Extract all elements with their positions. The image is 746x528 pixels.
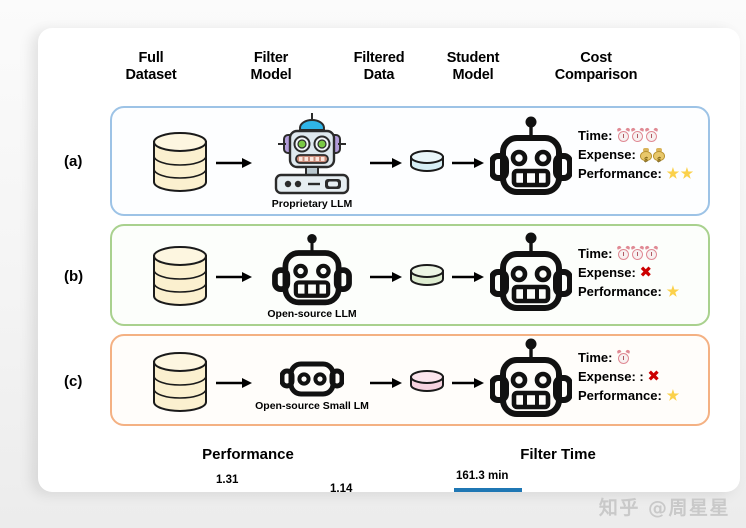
column-header-line1: Filter <box>253 50 289 66</box>
star-icon <box>666 285 680 298</box>
row-label-a: (a) <box>64 153 83 170</box>
column-header-line2: Model <box>452 67 494 83</box>
alarm-clock-icon-group <box>616 349 631 365</box>
cost-time-label: Time: <box>578 350 613 365</box>
filter-time-bar-label-0: 161.3 min <box>456 470 509 482</box>
colored-robot-icon <box>274 113 350 195</box>
small-robot-icon <box>280 361 344 397</box>
arrow-right-icon <box>216 158 252 168</box>
filter-model-label-a: Proprietary LLM <box>271 198 353 210</box>
column-header-line2: Model <box>250 67 292 83</box>
star-icon-group <box>665 166 694 181</box>
filter-model-label-c: Open-source Small LM <box>255 400 369 412</box>
cost-time-line-c: Time: <box>578 348 679 367</box>
money-bag-icon <box>640 148 653 170</box>
alarm-clock-icon <box>616 349 631 364</box>
cost-time-line-a: Time: <box>578 126 693 145</box>
cost-time-label: Time: <box>578 128 613 143</box>
column-header-line2: Comparison <box>554 67 638 83</box>
cost-performance-label: Performance: <box>578 284 662 299</box>
student-model-robot-icon <box>490 116 572 195</box>
alarm-clock-icon <box>644 127 659 142</box>
column-headers: Full Dataset Filter Model Filtered Data … <box>38 50 740 96</box>
filter-time-chart-title: Filter Time <box>520 446 596 463</box>
cost-comparison-b: Time: Expense: ✖ Performance: <box>578 244 680 301</box>
alarm-clock-icon <box>630 127 645 142</box>
performance-bar-label-1: 1.14 <box>330 483 353 492</box>
column-header-line1: Filtered <box>353 50 405 66</box>
row-label-c: (c) <box>64 373 83 390</box>
arrow-right-icon <box>370 378 402 388</box>
cross-mark-icon: ✖ <box>647 368 660 385</box>
pipeline-row-a: Proprietary LLM <box>110 106 710 216</box>
outline-robot-icon <box>272 234 352 306</box>
row-label-b: (b) <box>64 268 84 285</box>
pipeline-row-b: Open-source LLM Time: <box>110 224 710 326</box>
money-bag-icon <box>653 148 666 170</box>
column-header-filtered-data: Filtered Data <box>326 50 432 84</box>
star-icon <box>680 167 694 180</box>
filtered-data-disk-icon-a <box>410 150 444 172</box>
star-icon <box>666 167 680 180</box>
cost-performance-label: Performance: <box>578 388 662 403</box>
alarm-clock-icon-group <box>616 245 659 261</box>
cost-performance-line-c: Performance: <box>578 386 680 405</box>
column-header-cost-comparison: Cost Comparison <box>526 50 666 84</box>
figure-card: Full Dataset Filter Model Filtered Data … <box>38 28 740 492</box>
filtered-data-disk-icon-c <box>410 370 444 392</box>
column-header-line1: Full <box>138 50 164 66</box>
cost-expense-label: Expense: <box>578 265 636 280</box>
arrow-right-icon <box>370 158 402 168</box>
performance-bar-label-0: 1.31 <box>216 474 239 486</box>
cost-time-line-b: Time: <box>578 244 679 263</box>
cost-performance-line-a: Performance: <box>578 164 694 183</box>
star-icon-group <box>665 388 680 403</box>
arrow-right-icon <box>216 378 252 388</box>
column-header-full-dataset: Full Dataset <box>96 50 206 84</box>
column-header-student-model: Student Model <box>418 50 528 84</box>
arrow-right-icon <box>370 272 402 282</box>
cost-expense-line-a: Expense: <box>578 145 693 170</box>
filter-time-bar-0 <box>454 488 522 492</box>
cost-time-label: Time: <box>578 246 613 261</box>
column-header-line1: Student <box>446 50 500 66</box>
alarm-clock-icon-group <box>616 127 659 143</box>
cost-performance-line-b: Performance: <box>578 282 680 301</box>
star-icon-group <box>665 284 680 299</box>
star-icon <box>666 389 680 402</box>
cost-expense-line-b: Expense: ✖ <box>578 263 679 282</box>
full-dataset-cylinder-icon <box>153 352 207 412</box>
money-bag-icon-group <box>639 147 666 170</box>
cost-comparison-a: Time: Expense: Performance: <box>578 126 694 183</box>
full-dataset-cylinder-icon <box>153 132 207 192</box>
pipeline-row-c: Open-source Small LM Ti <box>110 334 710 426</box>
cost-expense-line-c: Expense: : ✖ <box>578 367 679 386</box>
watermark: 知乎 @周星星 <box>598 497 730 519</box>
column-header-filter-model: Filter Model <box>216 50 326 84</box>
alarm-clock-icon <box>616 127 631 142</box>
cost-expense-label: Expense: <box>578 147 636 162</box>
student-model-robot-icon <box>490 338 572 417</box>
cost-expense-label: Expense: : <box>578 369 644 384</box>
arrow-right-icon <box>216 272 252 282</box>
alarm-clock-icon <box>630 245 645 260</box>
arrow-right-icon <box>452 378 484 388</box>
column-header-line2: Dataset <box>125 67 177 83</box>
arrow-right-icon <box>452 158 484 168</box>
alarm-clock-icon <box>644 245 659 260</box>
cross-mark-icon: ✖ <box>639 264 653 281</box>
filter-model-label-b: Open-source LLM <box>267 308 357 320</box>
column-header-line1: Cost <box>580 50 612 66</box>
arrow-right-icon <box>452 272 484 282</box>
full-dataset-cylinder-icon <box>153 246 207 306</box>
filtered-data-disk-icon-b <box>410 264 444 286</box>
performance-chart-title: Performance <box>202 446 294 463</box>
cost-comparison-c: Time: Expense: : ✖ Performance: <box>578 348 680 405</box>
alarm-clock-icon <box>616 245 631 260</box>
column-header-line2: Data <box>363 67 395 83</box>
student-model-robot-icon <box>490 232 572 311</box>
